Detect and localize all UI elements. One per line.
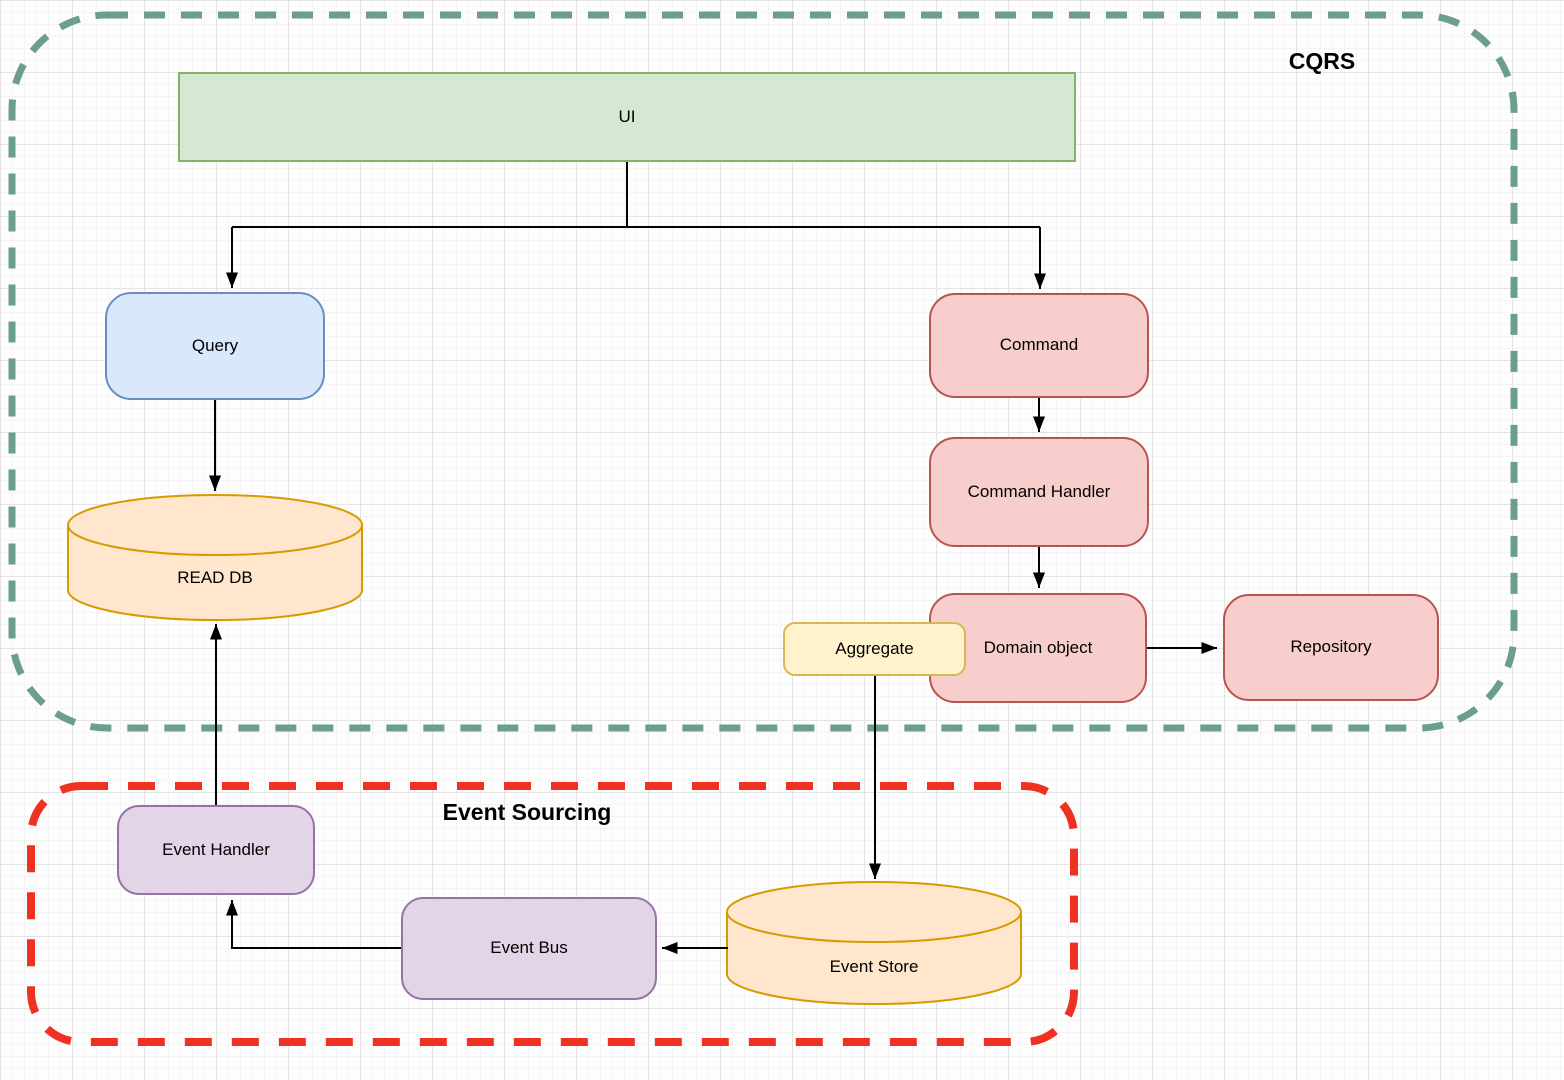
- node-command-handler-label: Command Handler: [967, 481, 1111, 501]
- read-db-cylinder: [67, 494, 363, 621]
- node-event-handler: Event Handler: [117, 805, 315, 895]
- node-ui-label: UI: [618, 106, 636, 126]
- node-ui: UI: [178, 72, 1076, 162]
- event-sourcing-region-border: [27, 782, 1078, 1046]
- node-domain-object-label: Domain object: [983, 637, 1093, 657]
- edge-ui-branch: [232, 162, 1040, 228]
- node-command: Command: [929, 293, 1149, 398]
- node-query: Query: [105, 292, 325, 400]
- node-event-handler-label: Event Handler: [162, 839, 270, 859]
- node-domain-object: Domain object: [929, 593, 1147, 703]
- node-query-label: Query: [191, 335, 239, 355]
- node-repository-label: Repository: [1290, 637, 1372, 657]
- node-aggregate-label: Aggregate: [835, 638, 914, 658]
- event-store-cylinder: [726, 881, 1022, 1005]
- node-aggregate: Aggregate: [783, 622, 966, 676]
- event-sourcing-region-label: Event Sourcing: [442, 799, 612, 825]
- node-read-db-label: READ DB: [177, 568, 253, 587]
- node-command-label: Command: [999, 335, 1079, 355]
- cqrs-region-label: CQRS: [1288, 48, 1356, 74]
- node-event-bus-label: Event Bus: [490, 938, 568, 958]
- node-event-store-label: Event Store: [829, 957, 919, 976]
- node-repository: Repository: [1223, 594, 1439, 701]
- node-command-handler: Command Handler: [929, 437, 1149, 547]
- edge-event-bus-to-event-handler: [226, 900, 401, 949]
- node-event-bus: Event Bus: [401, 897, 657, 1000]
- cqrs-region-border: [8, 11, 1518, 732]
